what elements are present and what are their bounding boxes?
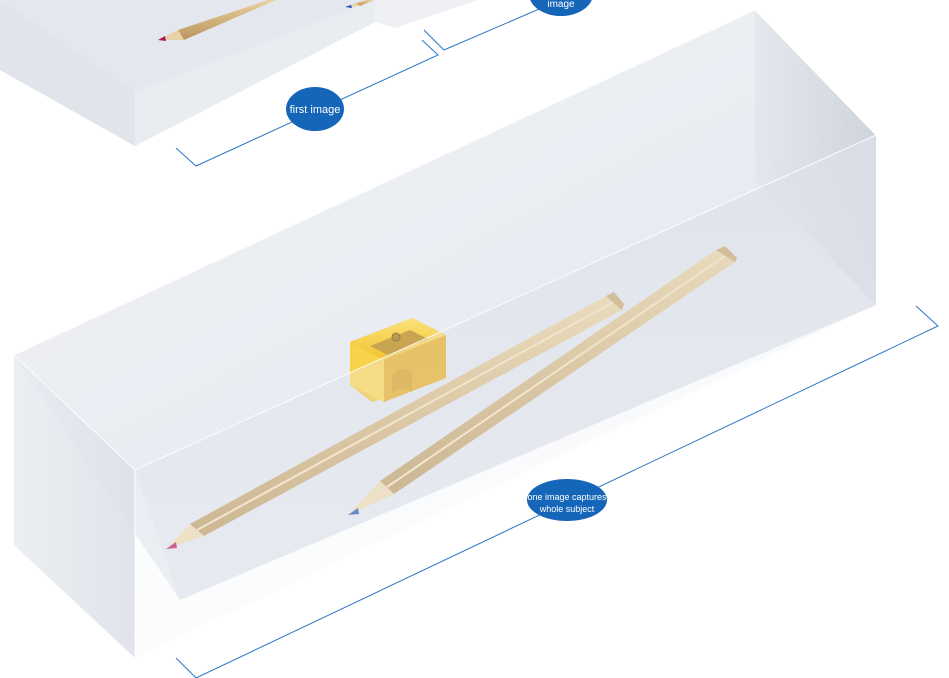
top-box xyxy=(0,0,478,146)
second-image-label: image xyxy=(547,0,575,10)
first-image-label: first image xyxy=(290,104,341,116)
top-box-second-piece xyxy=(375,0,478,28)
whole-subject-label-line1: one image captures xyxy=(527,492,607,502)
sharpener-screw-icon xyxy=(392,333,400,341)
whole-subject-label-line2: whole subject xyxy=(539,504,595,514)
